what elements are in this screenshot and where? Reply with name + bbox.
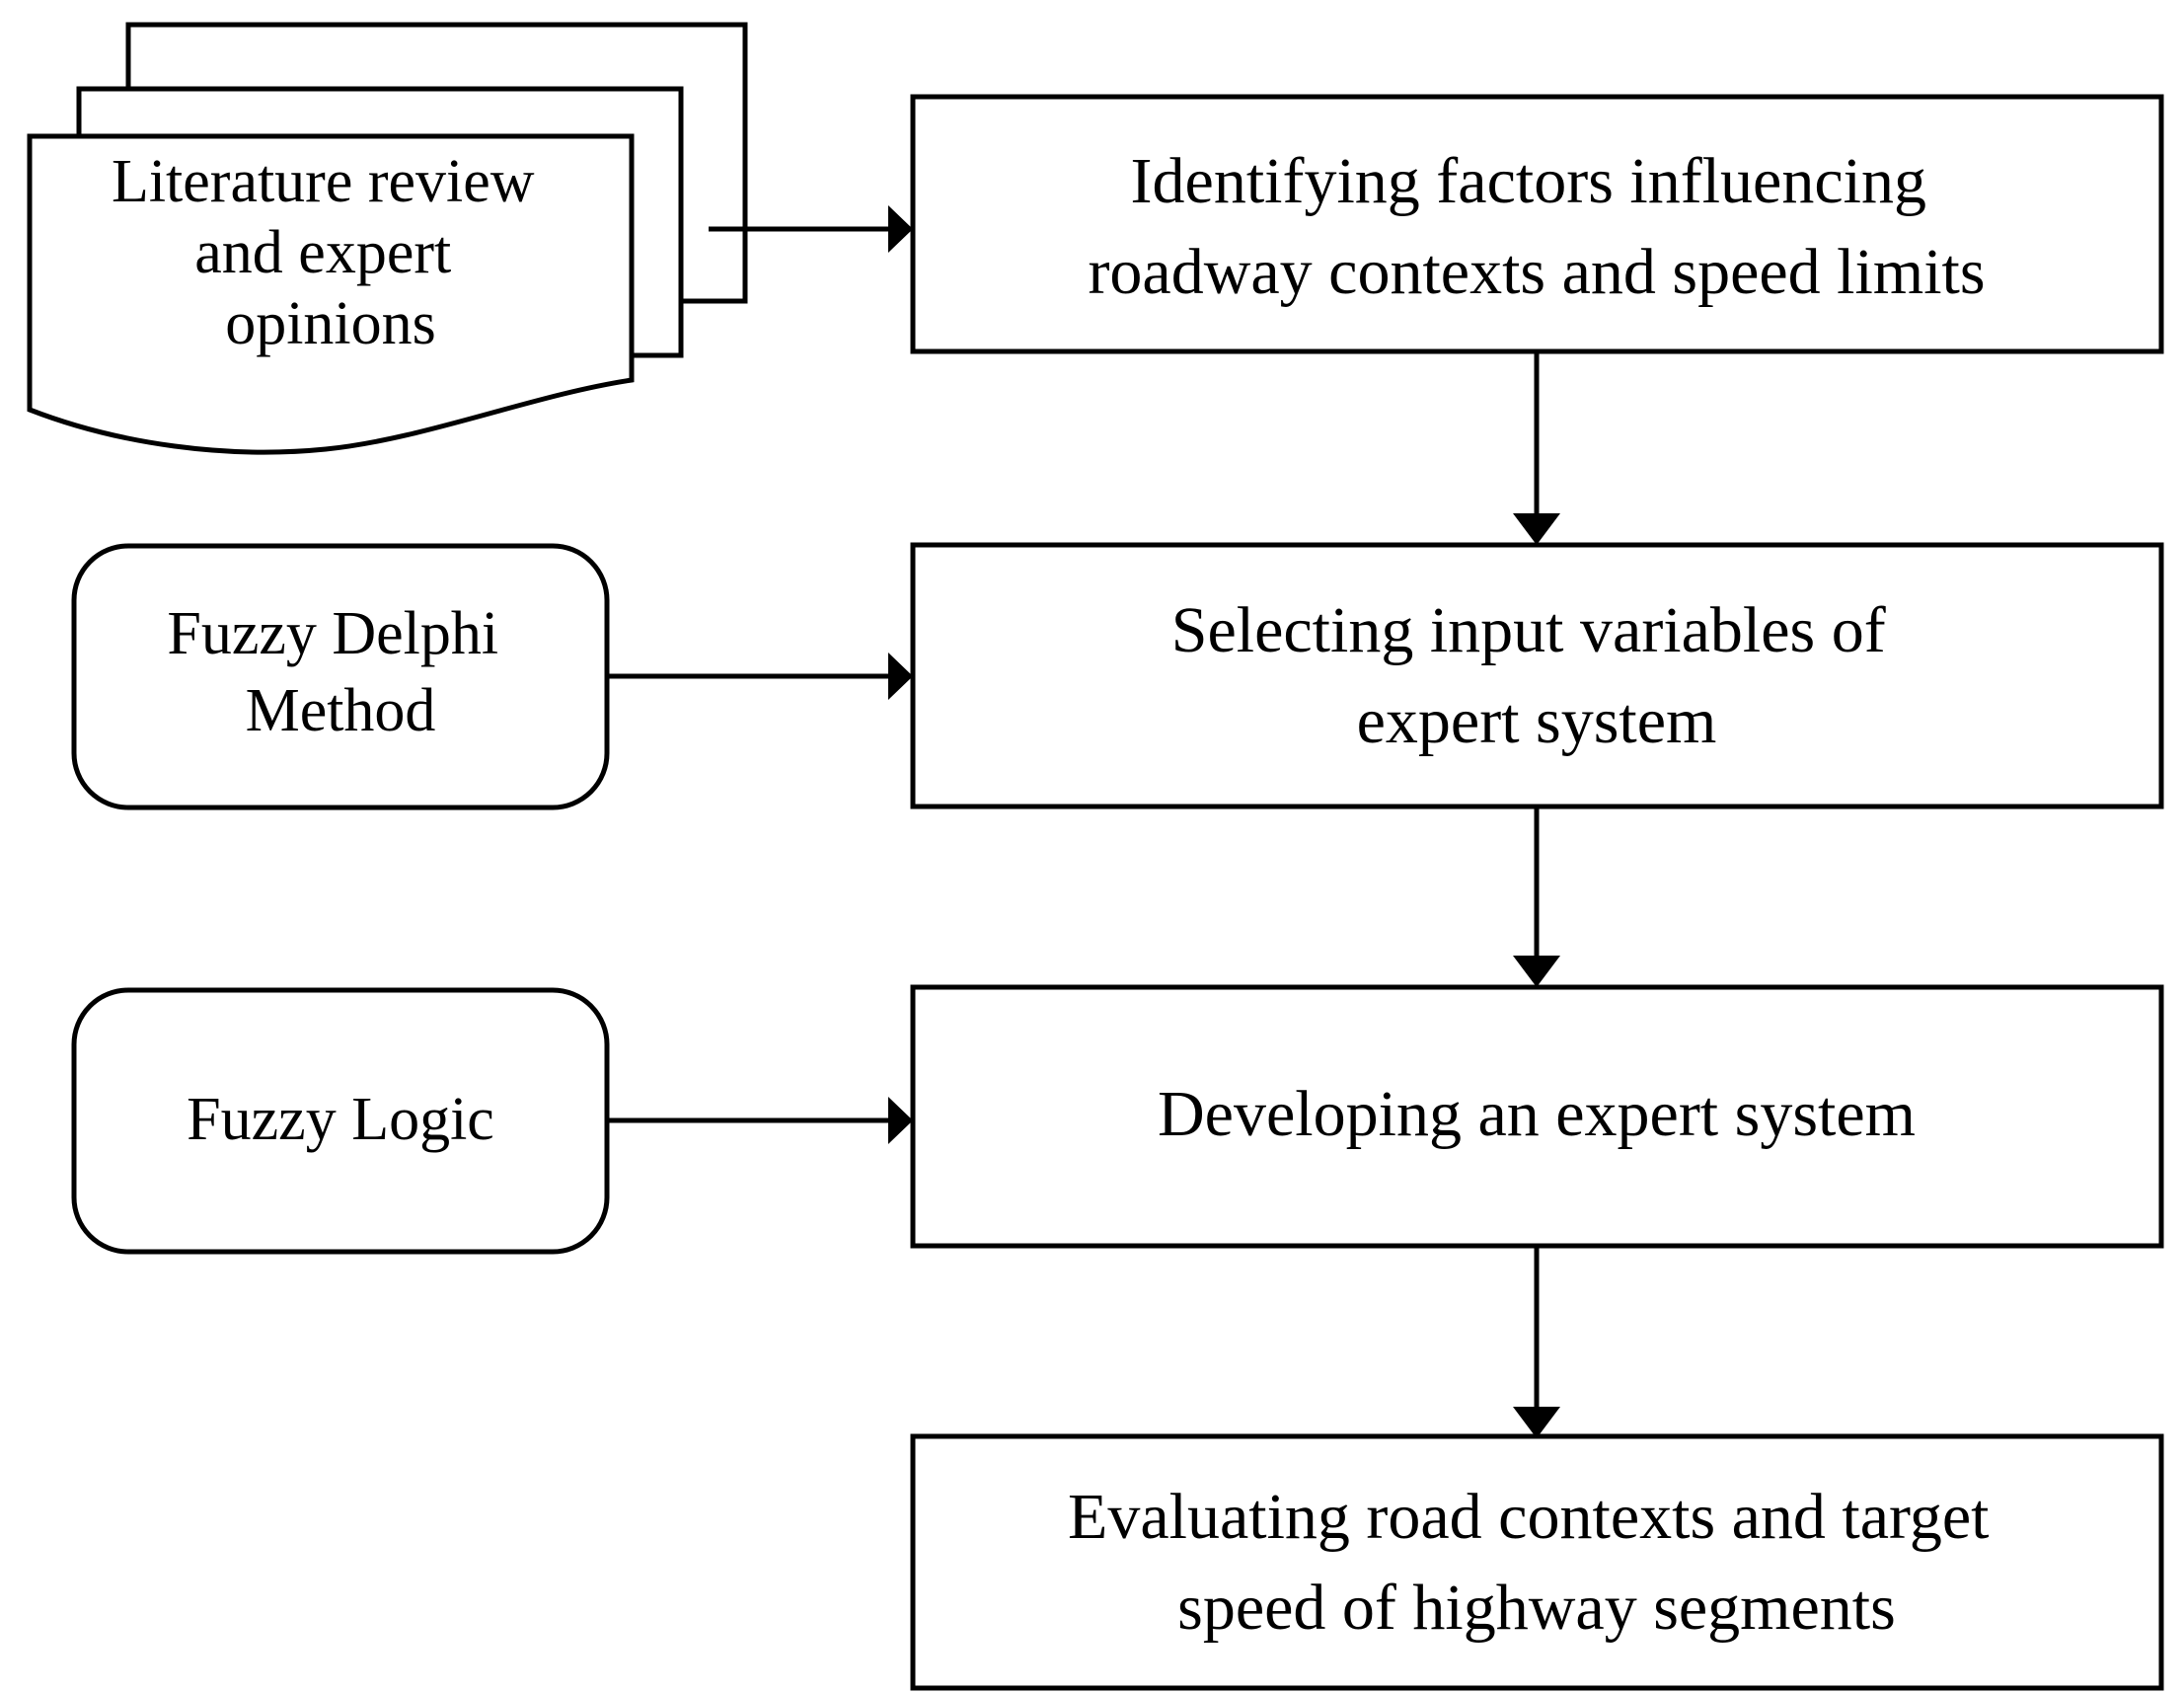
edge-identifying-to-selecting-arrowhead	[1513, 513, 1560, 545]
edge-fuzzy-logic-to-developing	[607, 1097, 913, 1144]
node-identifying-factors-box	[910, 94, 2164, 354]
node-developing-expert-system-box	[910, 984, 2164, 1249]
node-selecting-input-variables-line-1: Selecting input variables of	[1171, 594, 1886, 666]
edge-literature-to-identifying-arrowhead	[888, 205, 913, 253]
node-selecting-input-variables-box	[910, 542, 2164, 809]
edge-fuzzy-delphi-to-selecting-arrowhead	[888, 653, 913, 700]
node-selecting-input-variables-label: Selecting input variables of expert syst…	[1171, 594, 1902, 757]
node-fuzzy-delphi-method[interactable]: Fuzzy Delphi Method	[71, 543, 610, 810]
node-fuzzy-delphi-method-line-1: Fuzzy Delphi	[167, 600, 498, 667]
node-literature-review-label: Literature review and expert opinions	[112, 148, 550, 357]
node-evaluating-road-contexts-line-2: speed of highway segments	[1177, 1572, 1896, 1644]
node-identifying-factors[interactable]: Identifying factors influencing roadway …	[910, 94, 2164, 354]
node-literature-review[interactable]: Literature review and expert opinions	[27, 22, 748, 455]
node-fuzzy-logic-label: Fuzzy Logic	[187, 1086, 494, 1153]
node-developing-expert-system-line-1: Developing an expert system	[1158, 1078, 1916, 1150]
node-identifying-factors-line-1: Identifying factors influencing	[1131, 145, 1926, 217]
node-evaluating-road-contexts[interactable]: Evaluating road contexts and target spee…	[910, 1433, 2164, 1691]
node-evaluating-road-contexts-box	[910, 1433, 2164, 1691]
document-stack-front-layer	[27, 133, 635, 455]
node-literature-review-line-1: Literature review	[112, 148, 535, 215]
edge-literature-to-identifying	[709, 205, 913, 253]
node-identifying-factors-line-2: roadway contexts and speed limits	[1088, 236, 1985, 308]
node-fuzzy-logic-line-1: Fuzzy Logic	[187, 1086, 494, 1153]
node-evaluating-road-contexts-line-1: Evaluating road contexts and target	[1068, 1481, 1989, 1553]
edge-developing-to-evaluating	[1513, 1246, 1560, 1438]
edge-identifying-to-selecting	[1513, 351, 1560, 545]
node-developing-expert-system[interactable]: Developing an expert system	[910, 984, 2164, 1249]
node-literature-review-line-2: and expert	[194, 219, 451, 286]
node-fuzzy-logic[interactable]: Fuzzy Logic	[71, 987, 610, 1255]
node-literature-review-line-3: opinions	[225, 290, 436, 357]
edge-developing-to-evaluating-arrowhead	[1513, 1407, 1560, 1438]
node-fuzzy-delphi-method-line-2: Method	[246, 677, 436, 744]
node-selecting-input-variables[interactable]: Selecting input variables of expert syst…	[910, 542, 2164, 809]
node-developing-expert-system-label: Developing an expert system	[1158, 1078, 1916, 1150]
edge-fuzzy-delphi-to-selecting	[607, 653, 913, 700]
edge-selecting-to-developing-arrowhead	[1513, 956, 1560, 987]
node-identifying-factors-label: Identifying factors influencing roadway …	[1088, 145, 1985, 308]
node-evaluating-road-contexts-label: Evaluating road contexts and target spee…	[1068, 1481, 2005, 1644]
edge-fuzzy-logic-to-developing-arrowhead	[888, 1097, 913, 1144]
node-fuzzy-delphi-method-label: Fuzzy Delphi Method	[167, 600, 513, 744]
edge-selecting-to-developing	[1513, 807, 1560, 987]
node-selecting-input-variables-line-2: expert system	[1357, 685, 1717, 757]
